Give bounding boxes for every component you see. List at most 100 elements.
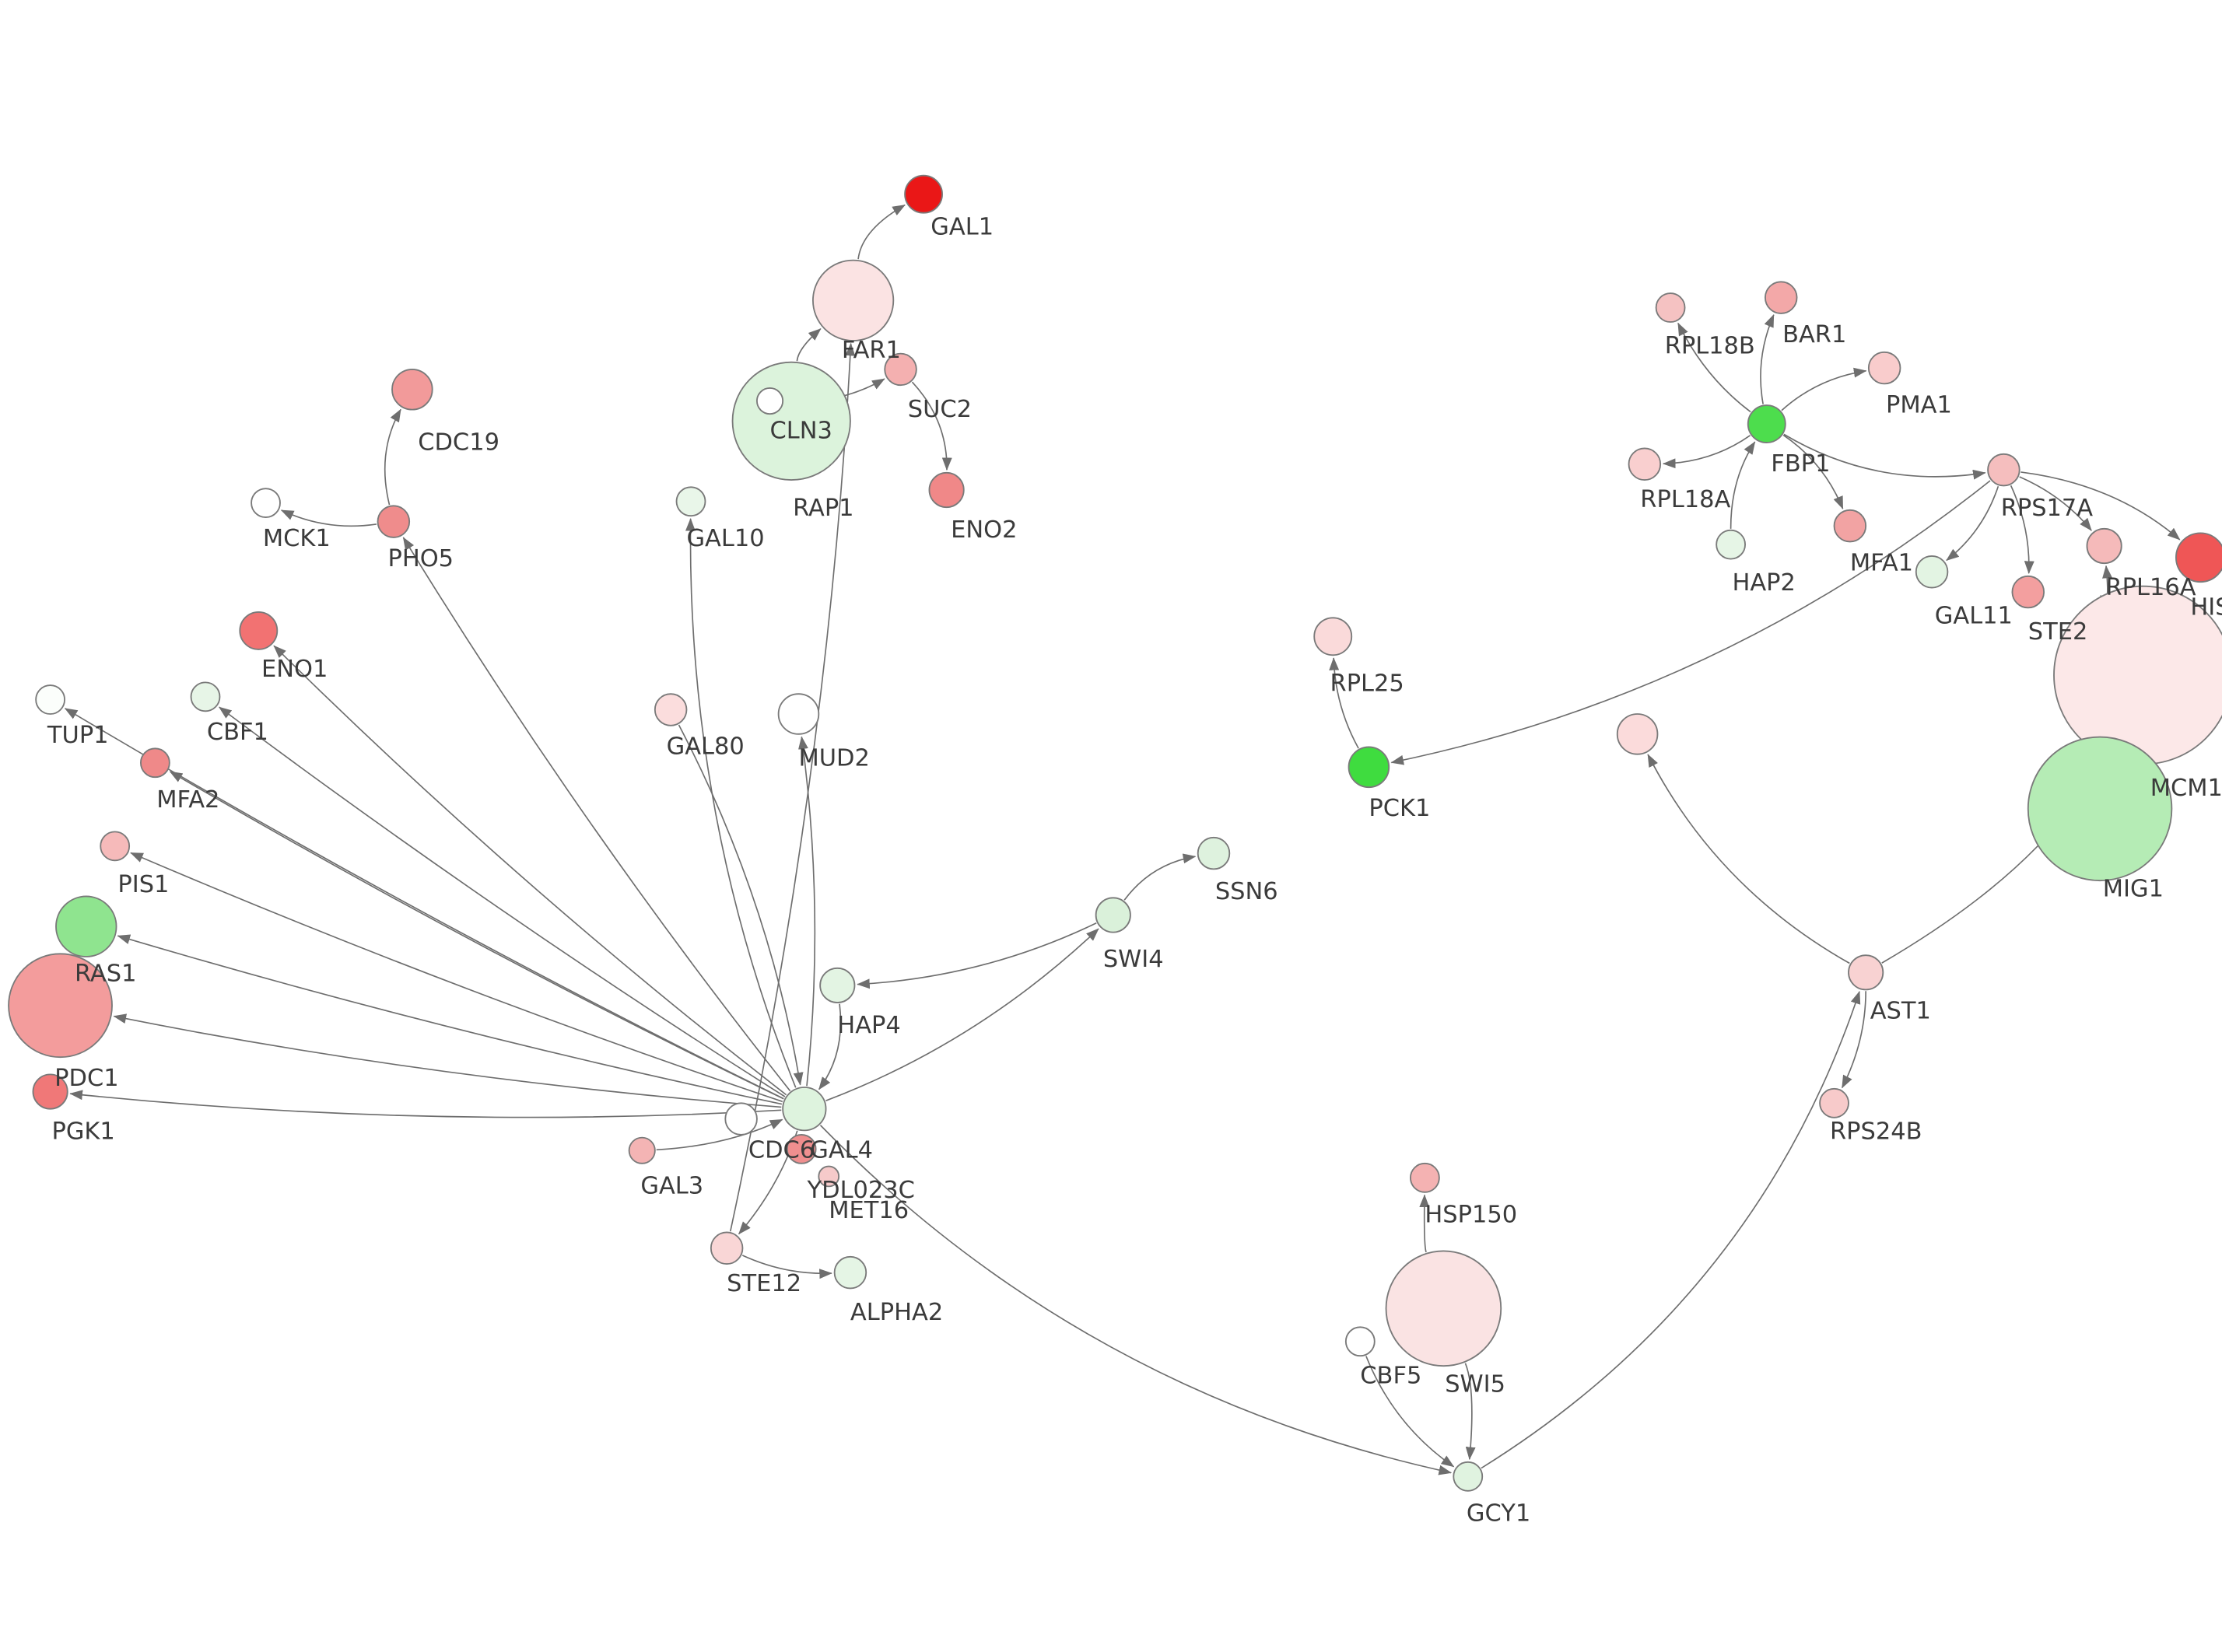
edge-SWI5-HSP150[interactable] — [1419, 1194, 1430, 1253]
edge-RPS17A-PCK1[interactable] — [1390, 480, 1991, 765]
node-gal10[interactable] — [675, 486, 706, 517]
edge-RPS17A-STE2[interactable] — [2010, 485, 2034, 574]
edge-GCY1-AST1[interactable] — [1481, 990, 1861, 1469]
node-unlabeled[interactable] — [1616, 713, 1659, 755]
node-rpl16a[interactable] — [2086, 527, 2122, 565]
edge-GAL4-PGK1[interactable] — [69, 1090, 782, 1118]
node-label-gal80: GAL80 — [667, 733, 745, 761]
edge-RPS17A-GAL11[interactable] — [1946, 485, 1999, 562]
edge-HAP4-GAL4[interactable] — [818, 1003, 842, 1090]
edge-STE12-FAR1[interactable] — [729, 342, 856, 1232]
node-rpl18a[interactable] — [1628, 447, 1662, 481]
edge-GAL4-ENO1[interactable] — [273, 645, 787, 1096]
edge-GAL4-GAL10[interactable] — [685, 518, 797, 1088]
node-mud2[interactable] — [777, 693, 820, 735]
node-tup1[interactable] — [35, 684, 65, 715]
node-swi5[interactable] — [1385, 1250, 1502, 1367]
node-mfa1[interactable] — [1833, 509, 1867, 543]
node-pma1[interactable] — [1867, 351, 1901, 385]
node-pdc1[interactable] — [8, 953, 113, 1059]
node-rpl18b[interactable] — [1655, 292, 1686, 323]
node-pgk1[interactable] — [32, 1073, 68, 1110]
edge-AST1-RPS24B[interactable] — [1841, 991, 1866, 1089]
node-suc2[interactable] — [884, 352, 917, 387]
node-swi4[interactable] — [1095, 897, 1131, 933]
edge-STE12-ALPHA2[interactable] — [741, 1255, 832, 1279]
edge-SWI5-GCY1[interactable] — [1464, 1363, 1476, 1461]
edge-GAL4-PHO5[interactable] — [402, 537, 791, 1092]
edge-SUC2-ENO2[interactable] — [911, 381, 952, 471]
edge-FAR1-GAL1[interactable] — [857, 204, 906, 260]
node-his4[interactable] — [2175, 532, 2222, 583]
edge-SWI4-SSN6[interactable] — [1123, 853, 1197, 901]
edge-SWI4-HAP4[interactable] — [857, 922, 1097, 989]
edge-GAL4-CBF1[interactable] — [218, 706, 786, 1097]
node-pis1[interactable] — [100, 831, 131, 862]
edge-GAL4-GCY1[interactable] — [819, 1125, 1453, 1475]
node-ssn6[interactable] — [1197, 836, 1231, 870]
node-rps24b[interactable] — [1819, 1087, 1849, 1118]
edge-AST1-UNLABELED[interactable] — [1647, 754, 1850, 964]
node-far1[interactable] — [812, 259, 895, 341]
edge-FBP1-BAR1[interactable] — [1760, 313, 1775, 404]
edge-RPS17A-HIS4[interactable] — [2020, 471, 2181, 541]
node-gcy1[interactable] — [1453, 1461, 1484, 1492]
edge-FBP1-RPL18B[interactable] — [1677, 322, 1751, 413]
edge-RPS17A-RPL16A[interactable] — [2019, 476, 2092, 531]
node-met16[interactable] — [818, 1165, 840, 1188]
node-hsp150[interactable] — [1410, 1162, 1440, 1193]
node-alpha2[interactable] — [833, 1255, 867, 1290]
edge-CBF5-GCY1[interactable] — [1365, 1356, 1455, 1468]
node-ast1[interactable] — [1848, 954, 1884, 991]
edge-FBP1-PMA1[interactable] — [1781, 367, 1867, 411]
node-label-gal11: GAL11 — [1935, 603, 2013, 630]
node-hap4[interactable] — [819, 967, 856, 1004]
node-bar1[interactable] — [1765, 281, 1798, 314]
node-rpl25[interactable] — [1313, 617, 1353, 656]
node-hap2[interactable] — [1716, 529, 1746, 560]
edge-FBP1-RPS17A[interactable] — [1783, 433, 1986, 480]
node-ras1[interactable] — [55, 895, 117, 957]
node-label-met16: MET16 — [829, 1197, 909, 1224]
node-gal1[interactable] — [904, 174, 943, 214]
edge-GAL3-GAL4[interactable] — [656, 1118, 783, 1151]
edge-HAP2-FBP1[interactable] — [1730, 441, 1756, 529]
edge-GAL4-MFA2[interactable] — [169, 771, 784, 1100]
node-pho5[interactable] — [377, 505, 411, 538]
node-mfa2[interactable] — [140, 747, 170, 779]
edge-CLN3-FAR1[interactable] — [796, 328, 822, 362]
node-label-mud2: MUD2 — [798, 744, 869, 772]
edge-GAL4-SWI4[interactable] — [825, 928, 1099, 1101]
edge-GAL4-PDC1[interactable] — [113, 1013, 782, 1108]
node-mig1[interactable] — [2027, 736, 2173, 882]
node-cbf1[interactable] — [190, 681, 221, 712]
edge-GAL80-GAL4[interactable] — [678, 724, 804, 1086]
edge-GAL4-RAS1[interactable] — [117, 934, 783, 1105]
node-gal80[interactable] — [654, 693, 688, 726]
node-gal4[interactable] — [782, 1087, 827, 1132]
edge-GAL4-PIS1[interactable] — [130, 852, 783, 1103]
node-cbf5[interactable] — [1344, 1326, 1376, 1357]
edge-GAL4-MUD2[interactable] — [798, 736, 816, 1087]
node-cdc19[interactable] — [391, 369, 433, 411]
edge-PHO5-MCK1[interactable] — [280, 509, 377, 527]
node-cdc6[interactable] — [724, 1102, 758, 1136]
edge-FBP1-RPL18A[interactable] — [1662, 435, 1751, 469]
node-pck1[interactable] — [1348, 746, 1390, 789]
node-gal11[interactable] — [1915, 555, 1949, 589]
node-fbp1[interactable] — [1747, 404, 1786, 443]
node-rps17a[interactable] — [1987, 453, 2020, 487]
node-gal3[interactable] — [628, 1136, 656, 1164]
node-mck1[interactable] — [251, 488, 281, 518]
node-eno1[interactable] — [239, 611, 279, 650]
edge-GAL4-TUP1[interactable] — [64, 708, 784, 1100]
edge-FBP1-MFA1[interactable] — [1782, 434, 1844, 509]
node-ste12[interactable] — [710, 1231, 744, 1265]
node-ydl023c[interactable] — [786, 1134, 817, 1164]
edge-PCK1-RPL25[interactable] — [1329, 657, 1359, 749]
node-eno2[interactable] — [928, 471, 965, 509]
node-rap1[interactable] — [756, 387, 784, 415]
edge-PHO5-CDC19[interactable] — [384, 408, 401, 506]
node-ste2[interactable] — [2011, 575, 2045, 609]
